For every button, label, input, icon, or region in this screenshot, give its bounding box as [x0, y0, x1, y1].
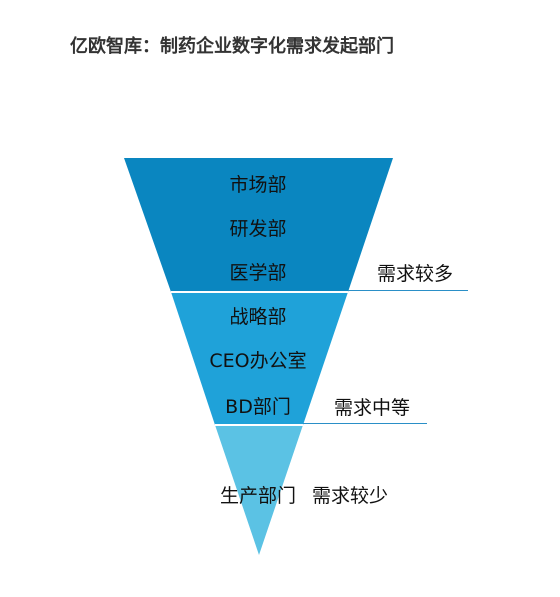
- funnel-tier-middle: [171, 292, 348, 425]
- department-label-marketing: 市场部: [229, 174, 287, 196]
- department-label-medical: 医学部: [229, 262, 287, 284]
- demand-label-high: 需求较多: [377, 263, 454, 285]
- department-label-rnd: 研发部: [229, 218, 287, 240]
- funnel-tier-top: [124, 158, 393, 292]
- department-label-production: 生产部门: [219, 485, 297, 507]
- department-label-strategy: 战略部: [229, 306, 287, 328]
- funnel-tier-bottom: [215, 425, 303, 555]
- department-label-ceo-office: CEO办公室: [209, 350, 307, 372]
- demand-label-medium: 需求中等: [334, 397, 411, 419]
- demand-rule-high: [348, 290, 468, 291]
- department-label-bd: BD部门: [225, 396, 291, 418]
- page-title: 亿欧智库：制药企业数字化需求发起部门: [70, 36, 394, 57]
- demand-label-low: 需求较少: [312, 485, 389, 507]
- demand-rule-medium: [303, 423, 427, 424]
